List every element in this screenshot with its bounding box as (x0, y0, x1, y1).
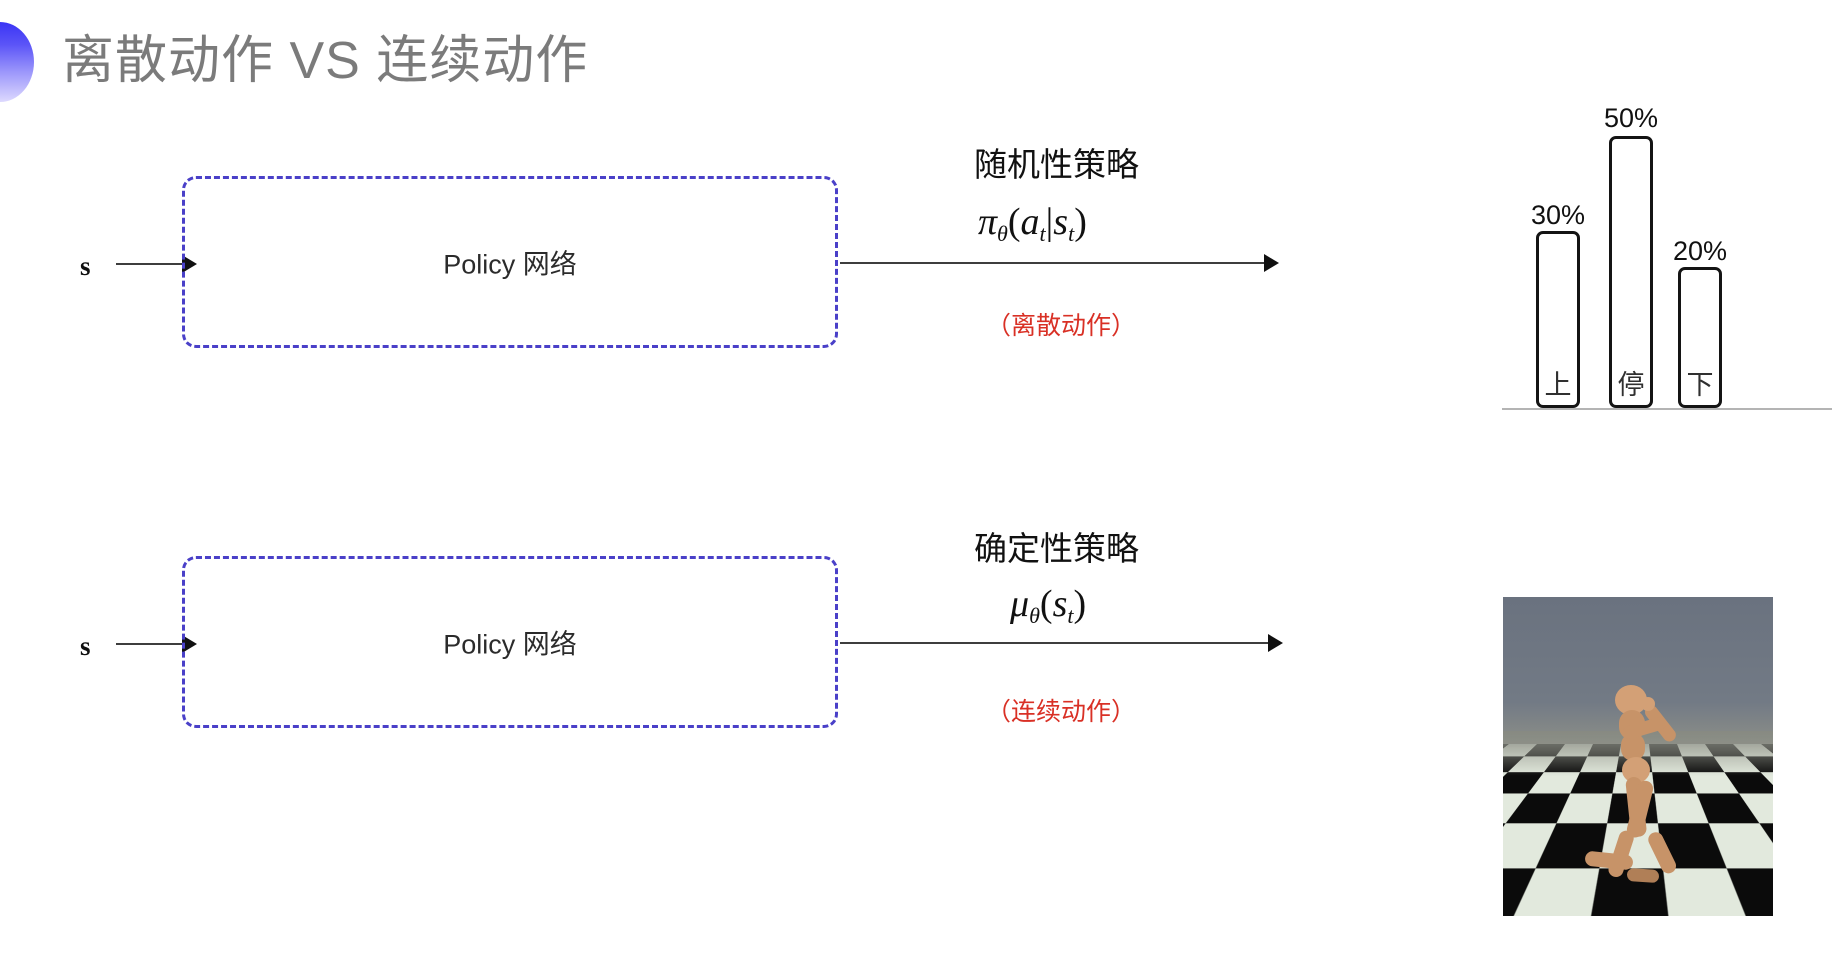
bar-down[interactable] (1678, 267, 1722, 408)
formula-continuous: μθ(st) (1010, 582, 1087, 628)
note-discrete: （离散动作） (986, 312, 1137, 340)
formula-subscript-discrete: θ (997, 220, 1008, 246)
input-arrow-line-discrete (116, 263, 190, 265)
output-arrow-head-continuous (1268, 634, 1283, 652)
page-title: 离散动作 VS 连续动作 (62, 32, 589, 90)
formula-bar-discrete: | (1045, 201, 1054, 243)
formula-arg2-discrete: s (1053, 201, 1069, 243)
formula-symbol-continuous: μ (1010, 583, 1030, 625)
policy-network-label-continuous: Policy 网络 (443, 629, 577, 660)
output-arrow-line-continuous (840, 642, 1276, 644)
bar-stop[interactable] (1609, 136, 1653, 408)
humanoid-hand (1641, 697, 1655, 711)
humanoid-front-foot (1626, 867, 1660, 884)
formula-subscript-continuous: θ (1029, 602, 1040, 628)
formula-arg1-continuous: s (1052, 583, 1068, 625)
formula-open-paren-discrete: ( (1007, 201, 1021, 243)
formula-symbol-discrete: π (978, 201, 998, 243)
note-continuous: （连续动作） (986, 698, 1137, 726)
input-arrow-line-continuous (116, 643, 190, 645)
formula-arg1-sub-continuous: t (1067, 602, 1074, 628)
policy-kind-discrete: 随机性策略 (974, 146, 1139, 183)
formula-arg1-sub-discrete: t (1039, 220, 1046, 246)
policy-network-label-discrete: Policy 网络 (443, 249, 577, 280)
policy-kind-continuous: 确定性策略 (974, 530, 1139, 567)
bar-tick-stop: 停 (1617, 370, 1645, 400)
humanoid-figure (1584, 685, 1729, 885)
chart-baseline (1502, 408, 1832, 410)
policy-network-box-continuous[interactable]: Policy 网络 (182, 556, 838, 728)
output-arrow-head-discrete (1264, 254, 1279, 272)
input-state-label-discrete: s (80, 251, 91, 281)
input-arrow-head-continuous (182, 635, 197, 653)
bar-value-up: 30% (1530, 200, 1586, 230)
output-arrow-line-discrete (840, 262, 1272, 264)
formula-close-paren-continuous: ) (1073, 583, 1087, 625)
formula-discrete: πθ(at|st) (978, 200, 1087, 246)
policy-network-box-discrete[interactable]: Policy 网络 (182, 176, 838, 348)
input-arrow-head-discrete (182, 255, 197, 273)
bar-value-stop: 50% (1603, 103, 1659, 133)
formula-open-paren-continuous: ( (1039, 583, 1053, 625)
bar-tick-up: 上 (1544, 370, 1572, 400)
bar-up[interactable] (1536, 231, 1580, 408)
bar-tick-down: 下 (1686, 370, 1714, 400)
action-probability-bar-chart: 30% 50% 20% 上 停 下 (1502, 98, 1832, 410)
formula-arg2-sub-discrete: t (1068, 220, 1075, 246)
formula-close-paren-discrete: ) (1074, 201, 1087, 243)
formula-arg1-discrete: a (1020, 201, 1040, 243)
input-state-label-continuous: s (80, 631, 91, 661)
bar-value-down: 20% (1672, 236, 1728, 266)
humanoid-simulation-image[interactable] (1503, 597, 1773, 916)
half-circle-bullet-icon (0, 22, 34, 102)
